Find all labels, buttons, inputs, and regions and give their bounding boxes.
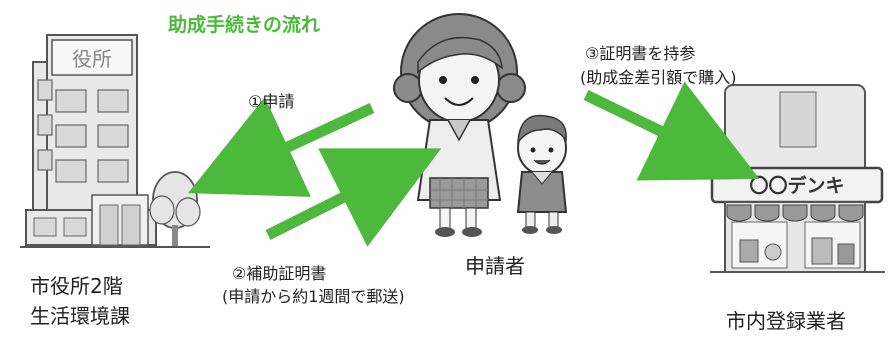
store-sign: 〇〇デンキ (749, 174, 844, 197)
store-label: 市内登録業者 (726, 309, 846, 333)
arrow-step1-to-city-hall (188, 96, 375, 197)
step2-label-line2: (申請から約1週間で郵送) (222, 287, 405, 306)
city-hall-sign: 役所 (72, 47, 112, 71)
applicant-label: 申請者 (465, 254, 525, 278)
city-hall-label-line2: 生活環境課 (30, 304, 130, 328)
arrow-step2-to-applicant (265, 148, 442, 247)
store-icon: 〇〇デンキ (710, 84, 885, 273)
applicant-icon (393, 13, 568, 237)
step3-label-line2: (助成金差引額で購入) (580, 68, 737, 87)
city-hall-icon: 役所 (20, 34, 210, 248)
step3-label-line1: ③証明書を持参 (585, 44, 696, 63)
step2-label-line1: ②補助証明書 (232, 264, 327, 283)
diagram-title: 助成手続きの流れ (168, 14, 321, 36)
arrow-step3-to-store (583, 81, 760, 181)
city-hall-label-line1: 市役所2階 (30, 274, 123, 298)
step1-label: ①申請 (248, 92, 295, 111)
